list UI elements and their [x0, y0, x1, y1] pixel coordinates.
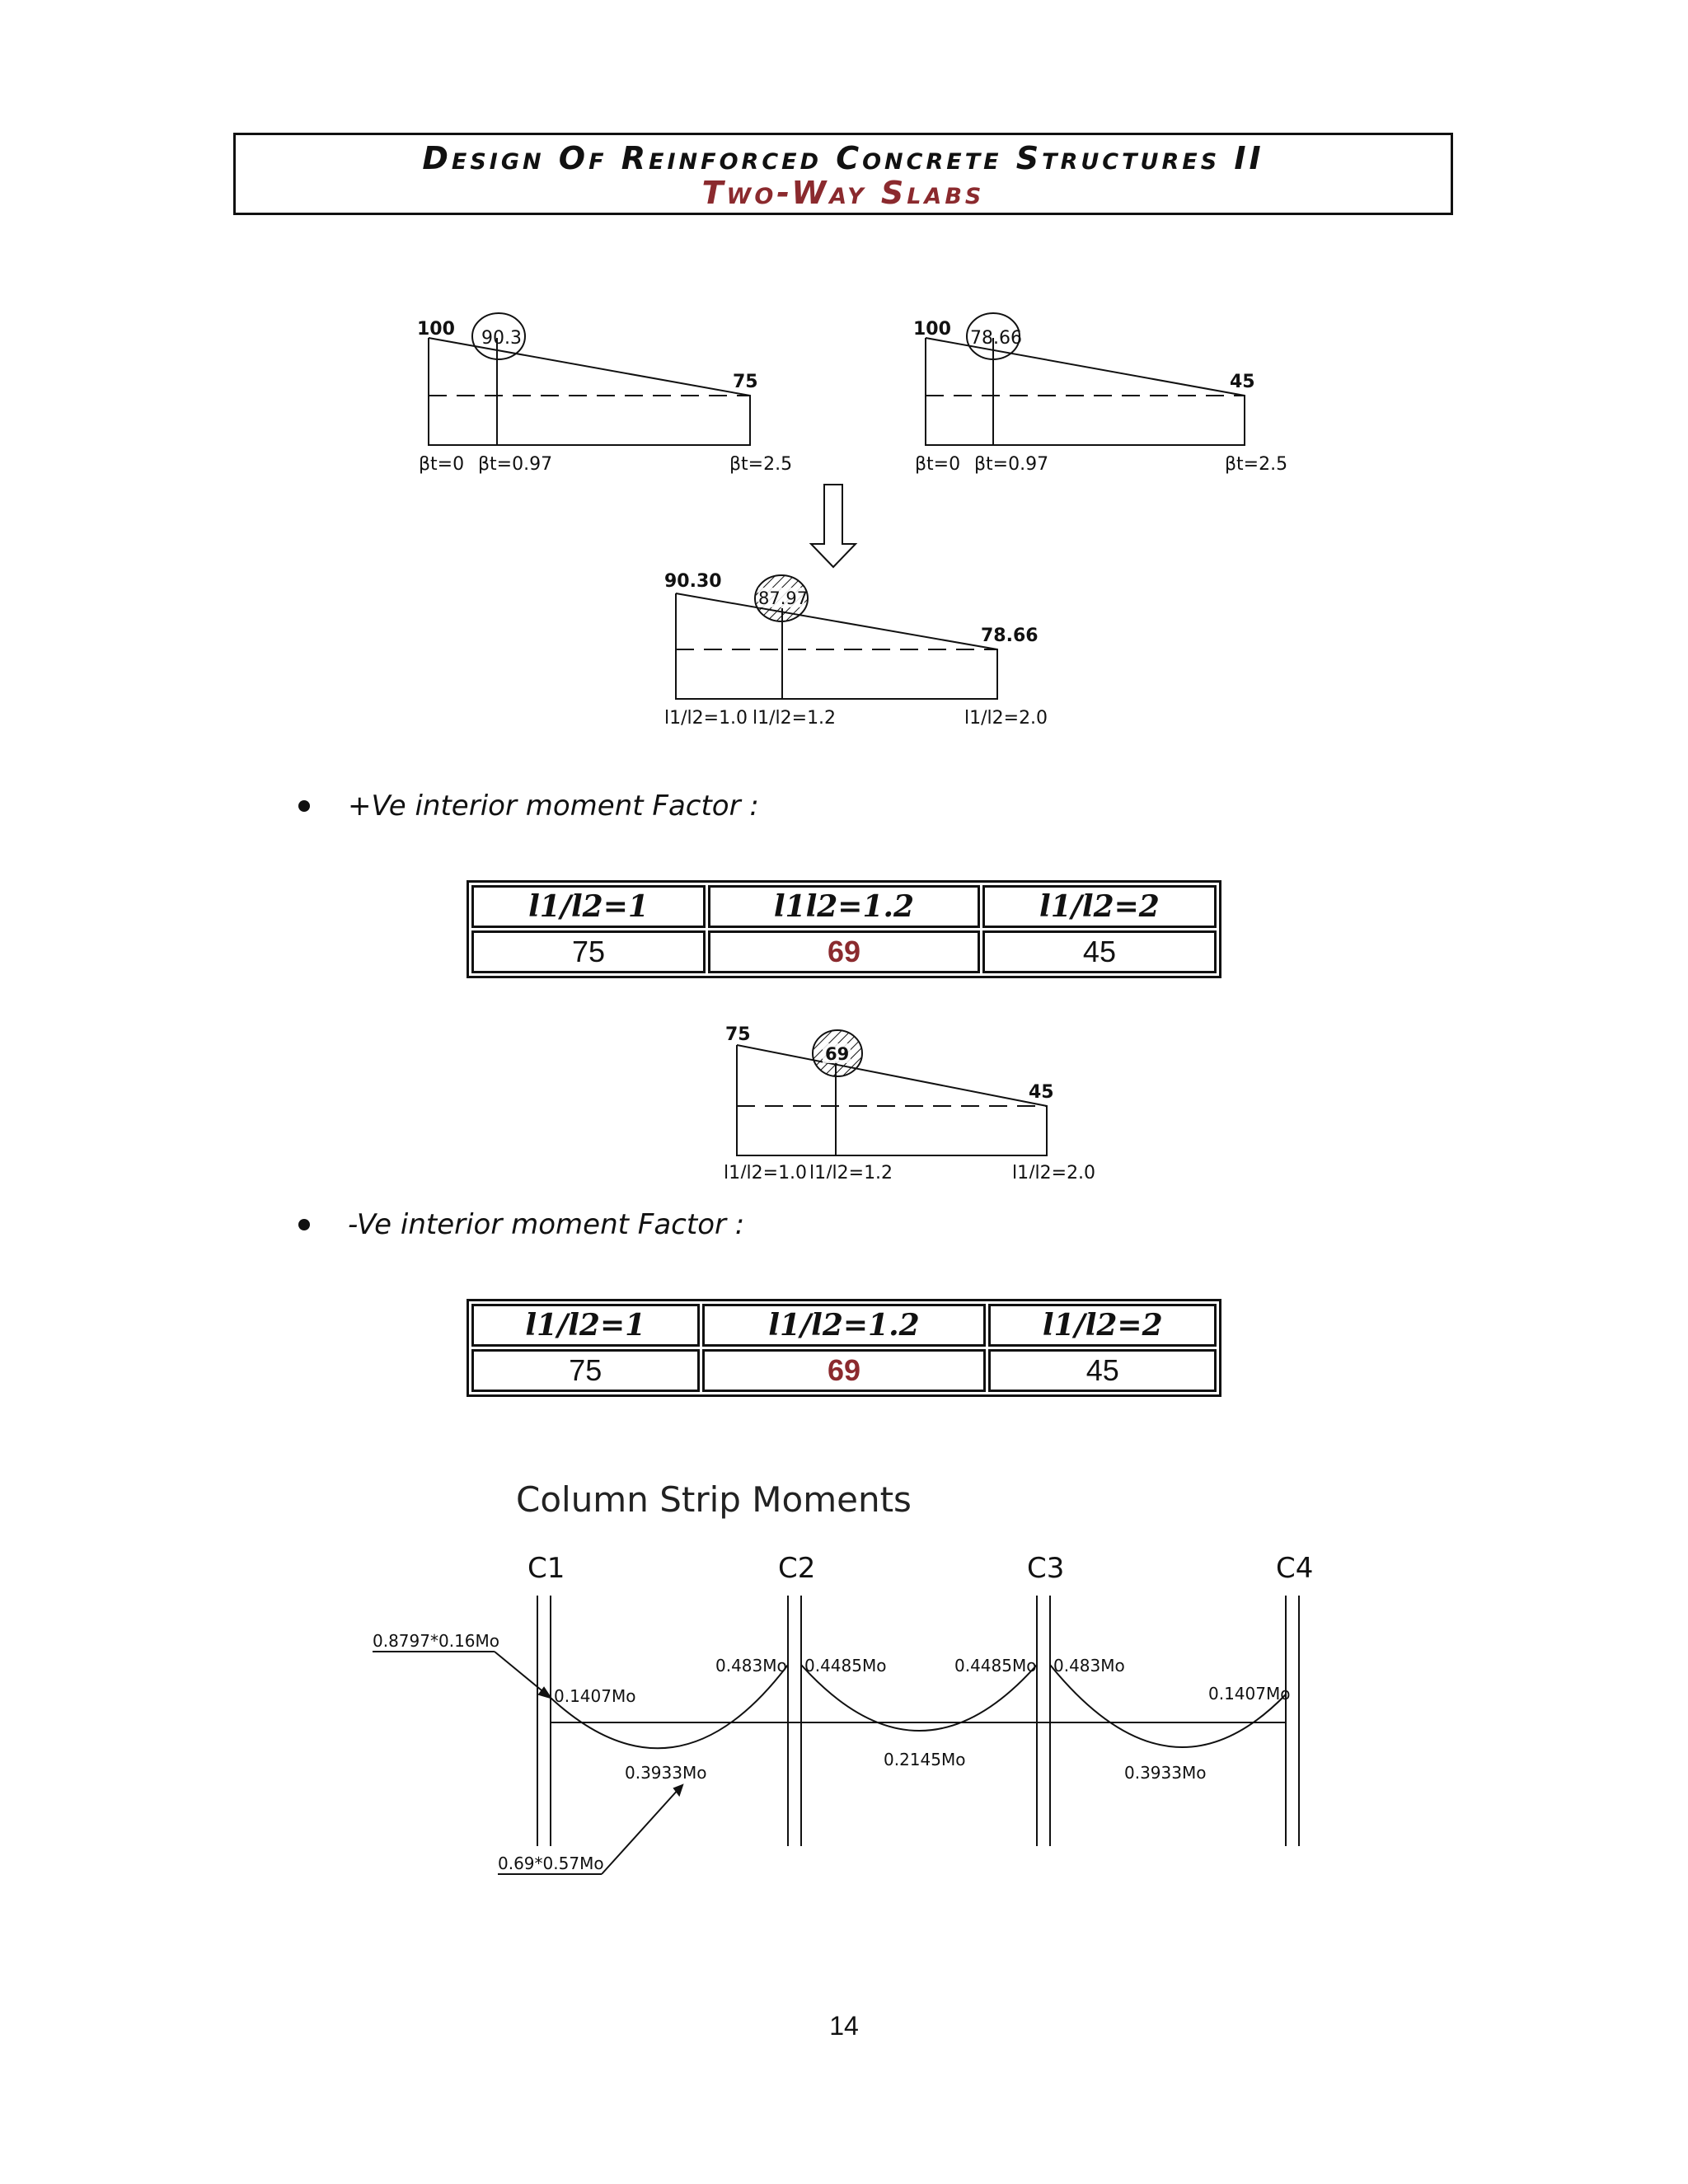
- mid-label-left: l1/l2=1.0: [664, 708, 748, 729]
- positive-moment-heading: +Ve interior moment Factor :: [348, 790, 759, 823]
- diagram-middle: 90.30 87.97 78.66 l1/l2=1.0 l1/l2=1.2 l1…: [664, 571, 1048, 729]
- pos-label-mid: l1/l2=1.2: [809, 1163, 893, 1179]
- table-header-row: l1/l2=1 l1l2=1.2 l1/l2=2: [471, 885, 1217, 928]
- tr-left-value: 100: [913, 319, 951, 340]
- negative-moment-heading: -Ve interior moment Factor :: [348, 1208, 745, 1241]
- mid-label-mid: l1/l2=1.2: [753, 708, 836, 729]
- positive-moment-table: l1/l2=1 l1l2=1.2 l1/l2=2 75 69 45: [467, 880, 1221, 978]
- bullet-icon: [298, 800, 310, 812]
- table-header-cell: l1/l2=1.2: [701, 1304, 987, 1347]
- header-title: Design Of Reinforced Concrete Structures…: [422, 140, 1264, 176]
- table-row: 75 69 45: [471, 1349, 1217, 1392]
- moment-label: 0.1407Mo: [554, 1686, 635, 1706]
- interpolation-diagrams: 100 90.3 75 βt=0 βt=0.97 βt=2.5 100 78.6…: [417, 312, 1287, 729]
- table-header-cell: l1/l2=2: [988, 1304, 1217, 1347]
- moment-label: 0.4485Mo: [954, 1656, 1036, 1675]
- pos-label-left: l1/l2=1.0: [724, 1163, 807, 1179]
- table-header-row: l1/l2=1 l1/l2=1.2 l1/l2=2: [471, 1304, 1217, 1347]
- table-cell: 75: [471, 1349, 700, 1392]
- column-label: C1: [528, 1552, 565, 1585]
- tr-label-mid: βt=0.97: [974, 454, 1048, 475]
- table-header-cell: l1l2=1.2: [708, 885, 980, 928]
- tr-label-left: βt=0: [915, 454, 960, 475]
- table-cell-interpolated: 69: [701, 1349, 987, 1392]
- moment-label: 0.69*0.57Mo: [498, 1854, 604, 1873]
- mid-left-value: 90.30: [664, 571, 722, 592]
- column-label: C4: [1276, 1552, 1313, 1585]
- leader-lines: [373, 1651, 684, 1875]
- moment-label: 0.483Mo: [1053, 1656, 1125, 1675]
- tl-label-right: βt=2.5: [729, 454, 792, 475]
- tl-right-value: 75: [733, 372, 758, 392]
- pos-left-value: 75: [725, 1024, 751, 1045]
- down-arrow-icon: [809, 484, 858, 569]
- pos-right-value: 45: [1029, 1082, 1054, 1103]
- moment-label: 0.483Mo: [715, 1656, 787, 1675]
- table-cell: 45: [988, 1349, 1217, 1392]
- moment-label: 0.3933Mo: [625, 1763, 706, 1783]
- tl-label-mid: βt=0.97: [478, 454, 552, 475]
- table-header-cell: l1/l2=1: [471, 885, 706, 928]
- bullet-icon: [298, 1219, 310, 1230]
- header-subtitle: Two-Way Slabs: [701, 175, 985, 211]
- moment-label: 0.1407Mo: [1208, 1684, 1290, 1704]
- mid-right-value: 78.66: [981, 626, 1039, 646]
- table-header-cell: l1/l2=1: [471, 1304, 700, 1347]
- column-label: C3: [1027, 1552, 1064, 1585]
- moment-label: 0.3933Mo: [1124, 1763, 1206, 1783]
- diagram-top-right: 100 78.66 45 βt=0 βt=0.97 βt=2.5: [913, 312, 1287, 475]
- mid-label-right: l1/l2=2.0: [964, 708, 1048, 729]
- document-header: Design Of Reinforced Concrete Structures…: [233, 133, 1453, 215]
- moment-label: 0.4485Mo: [804, 1656, 886, 1675]
- column-label: C2: [778, 1552, 815, 1585]
- page-number: 14: [829, 2011, 859, 2041]
- positive-interpolation-diagram: 75 69 45 l1/l2=1.0 l1/l2=1.2 l1/l2=2.0: [724, 1024, 1095, 1179]
- tr-mid-value: 78.66: [970, 328, 1022, 349]
- moment-curves: [550, 1664, 1287, 1750]
- moment-label: 0.2145Mo: [884, 1750, 965, 1769]
- column-strip-title: Column Strip Moments: [516, 1479, 912, 1520]
- table-cell: 75: [471, 930, 706, 973]
- tr-right-value: 45: [1230, 372, 1255, 392]
- diagram-top-left: 100 90.3 75 βt=0 βt=0.97 βt=2.5: [417, 312, 792, 475]
- tl-mid-value: 90.3: [481, 328, 522, 349]
- negative-moment-table: l1/l2=1 l1/l2=1.2 l1/l2=2 75 69 45: [467, 1299, 1221, 1397]
- pos-mid-value: 69: [825, 1044, 849, 1064]
- table-header-cell: l1/l2=2: [982, 885, 1217, 928]
- column-strip-moment-diagram: C1 C2 C3 C4 0.8797*0.16Mo 0.1407Mo 0.393…: [373, 1552, 1313, 1875]
- table-row: 75 69 45: [471, 930, 1217, 973]
- tr-label-right: βt=2.5: [1225, 454, 1287, 475]
- columns: [537, 1596, 1300, 1846]
- mid-mid-value: 87.97: [758, 588, 808, 608]
- table-cell: 45: [982, 930, 1217, 973]
- pos-label-right: l1/l2=2.0: [1012, 1163, 1095, 1179]
- bullet-positive-moment: +Ve interior moment Factor :: [298, 790, 759, 823]
- tl-label-left: βt=0: [419, 454, 464, 475]
- bullet-negative-moment: -Ve interior moment Factor :: [298, 1208, 744, 1241]
- moment-label: 0.8797*0.16Mo: [373, 1631, 499, 1651]
- tl-left-value: 100: [417, 319, 455, 340]
- table-cell-interpolated: 69: [708, 930, 980, 973]
